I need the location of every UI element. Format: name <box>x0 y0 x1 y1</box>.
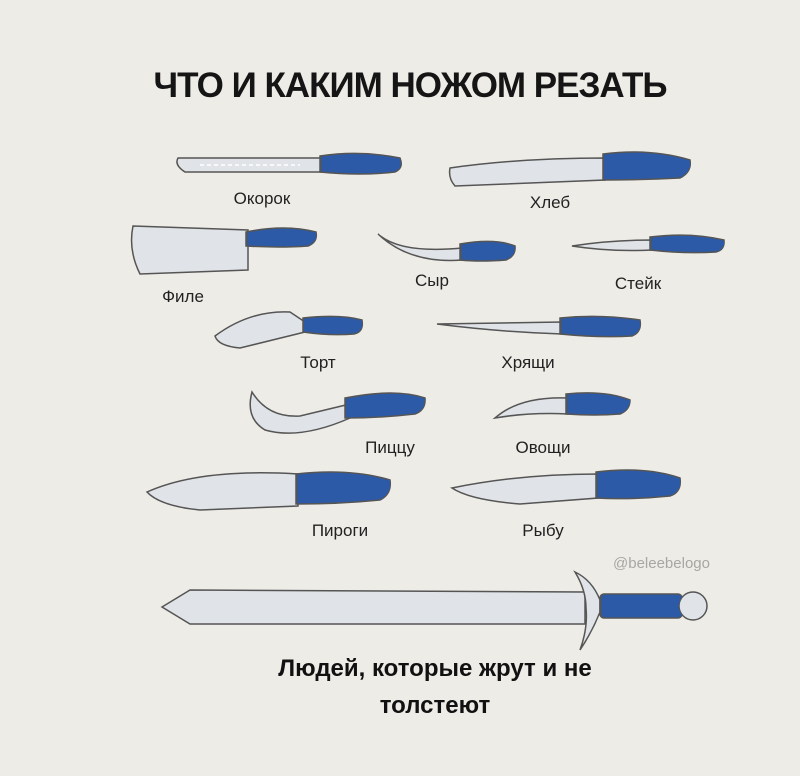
cake-server <box>214 311 364 349</box>
label-khryashchi: Хрящи <box>501 353 555 372</box>
fish-knife <box>450 469 682 505</box>
pizza-knife <box>249 390 426 434</box>
cheese-knife <box>377 233 516 262</box>
ham-knife <box>176 152 402 175</box>
sword-caption-line1: Людей, которые жрут и не <box>278 655 592 682</box>
label-pirogi: Пироги <box>311 521 369 540</box>
label-ovoshchi: Овощи <box>515 438 571 457</box>
label-khleb: Хлеб <box>529 193 571 212</box>
label-rybu: Рыбу <box>522 521 564 540</box>
pie-knife <box>145 471 392 511</box>
page-title: ЧТО И КАКИМ НОЖОМ РЕЗАТЬ <box>153 66 668 105</box>
label-tort: Торт <box>300 353 336 372</box>
label-steik: Стейк <box>614 274 662 293</box>
watermark: @beleebelogo <box>613 555 710 572</box>
sword-caption-line2: толстеют <box>379 692 491 719</box>
label-pitstsu: Пиццу <box>365 438 415 457</box>
vegetable-knife <box>492 392 631 420</box>
steak-knife <box>571 234 725 254</box>
fillet-cleaver <box>130 225 318 275</box>
sword <box>160 570 708 651</box>
label-syr: Сыр <box>415 271 449 290</box>
label-okorok: Окорок <box>233 189 291 208</box>
bread-knife <box>448 151 692 187</box>
label-file: Филе <box>162 287 204 306</box>
cartilage-knife <box>436 315 642 338</box>
